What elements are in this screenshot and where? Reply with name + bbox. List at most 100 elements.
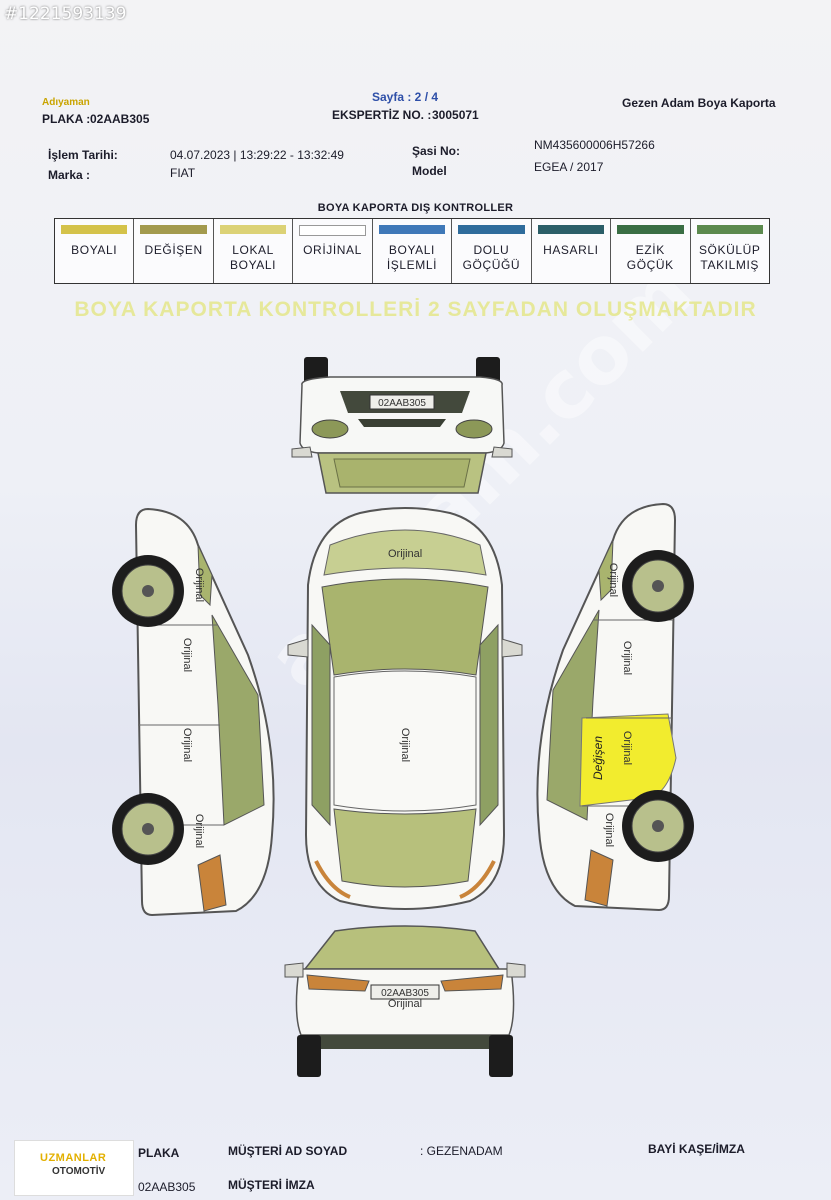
legend-item: EZİK GÖÇÜK bbox=[611, 219, 691, 283]
legend-label: ORİJİNAL bbox=[303, 243, 362, 257]
legend-label: HASARLI bbox=[543, 243, 599, 257]
footer-plate-label: PLAKA bbox=[138, 1146, 180, 1160]
legend-item: DEĞİŞEN bbox=[134, 219, 214, 283]
car-left-side-view: Orijinal Orijinal Orijinal Orijinal bbox=[112, 507, 275, 917]
lower-intake bbox=[358, 419, 446, 427]
top-left-mirror bbox=[287, 638, 309, 658]
city-label: Adıyaman bbox=[42, 97, 90, 108]
report-number-label: EKSPERTİZ NO. : bbox=[332, 108, 432, 122]
rear-right-tire-back bbox=[489, 1035, 513, 1077]
company-name: Gezen Adam Boya Kaporta bbox=[622, 96, 776, 110]
customer-name-label: MÜŞTERİ AD SOYAD bbox=[228, 1144, 348, 1158]
customer-name-value: : GEZENADAM bbox=[420, 1144, 503, 1158]
legend-item: SÖKÜLÜP TAKILMIŞ bbox=[691, 219, 769, 283]
legend-label: BOYALI İŞLEMLİ bbox=[386, 243, 438, 272]
dealer-logo bbox=[14, 1140, 134, 1196]
legend-label: SÖKÜLÜP TAKILMIŞ bbox=[698, 243, 761, 272]
left-windows bbox=[211, 614, 265, 826]
front-plate bbox=[369, 394, 435, 410]
legend-swatch bbox=[219, 225, 287, 234]
legend-item: HASARLI bbox=[532, 219, 612, 283]
legend-label: LOKAL BOYALI bbox=[230, 243, 277, 272]
legend-item: BOYALI bbox=[55, 219, 135, 283]
windshield bbox=[333, 458, 471, 488]
right-front-window-vent bbox=[598, 539, 614, 602]
left-front-hub bbox=[142, 585, 154, 597]
plate-label: PLAKA : bbox=[42, 112, 91, 126]
right-front-hub bbox=[652, 580, 664, 592]
right-taillight bbox=[584, 849, 614, 907]
car-front-view: 02AAB305 bbox=[291, 357, 513, 494]
rear-plate-text: 02AAB305 bbox=[381, 988, 429, 999]
legend-swatch bbox=[458, 225, 525, 234]
model-label: Model bbox=[412, 164, 447, 178]
brand-label: Marka : bbox=[48, 168, 91, 182]
rear-trunk-label: Orijinal bbox=[388, 998, 422, 1010]
rear-window bbox=[333, 808, 477, 888]
date-label: İşlem Tarihi: bbox=[48, 148, 118, 162]
front-right-headlight bbox=[455, 419, 493, 439]
info-banner: BOYA KAPORTA KONTROLLERİ 2 SAYFADAN OLUŞ… bbox=[74, 298, 757, 321]
footer-plate-value: 02AAB305 bbox=[138, 1180, 196, 1194]
rear-left-taillight-top bbox=[314, 860, 351, 899]
rear-view-window bbox=[303, 925, 501, 970]
brand-value: FIAT bbox=[170, 166, 196, 180]
listing-id-watermark: #1221593139 bbox=[4, 4, 127, 24]
right-front-door-label: Orijinal bbox=[621, 641, 633, 675]
legend-swatch bbox=[537, 225, 605, 234]
legend-swatch bbox=[378, 225, 446, 234]
legend-swatch bbox=[140, 225, 207, 234]
page-number: Sayfa : 2 / 4 bbox=[372, 90, 439, 104]
left-rear-door-label: Orijinal bbox=[181, 728, 193, 762]
rear-right-mirror bbox=[506, 962, 526, 978]
legend-item: LOKAL BOYALI bbox=[214, 219, 294, 283]
roof bbox=[333, 670, 477, 812]
left-front-fender-label: Orijinal bbox=[193, 568, 205, 602]
plate-value: 02AAB305 bbox=[90, 112, 150, 126]
model-value: EGEA / 2017 bbox=[534, 160, 604, 174]
right-rear-hub bbox=[652, 820, 664, 832]
right-rear-fender-label: Orijinal bbox=[603, 813, 615, 847]
date-value: 04.07.2023 | 13:29:22 - 13:32:49 bbox=[170, 148, 344, 162]
top-right-mirror bbox=[501, 638, 523, 658]
car-rear-view: 02AAB305 Orijinal bbox=[284, 925, 526, 1077]
top-windshield bbox=[321, 578, 489, 676]
legend-item: ORİJİNAL bbox=[293, 219, 373, 283]
legend-swatch bbox=[617, 225, 684, 234]
legend-swatch bbox=[299, 225, 366, 236]
top-left-windows bbox=[311, 623, 331, 827]
roof-label: Orijinal bbox=[399, 728, 411, 762]
front-hood-label: Orijinal bbox=[388, 548, 422, 560]
right-front-fender-label: Orijinal bbox=[607, 563, 619, 597]
rear-right-taillight-top bbox=[459, 860, 496, 899]
right-rear-door-label: Orijinal bbox=[621, 731, 633, 765]
left-taillight bbox=[197, 854, 227, 912]
legend-label: DOLU GÖÇÜĞÜ bbox=[462, 243, 521, 272]
right-rear-door-note: Değişen bbox=[591, 736, 605, 780]
rear-left-tire-back bbox=[297, 1035, 321, 1077]
car-top-view: Orijinal Orijinal bbox=[287, 507, 523, 910]
rear-bumper bbox=[315, 1035, 495, 1049]
top-hood bbox=[323, 529, 487, 576]
logo-top-text: UZMANLAR bbox=[40, 1152, 107, 1164]
car-right-side-view: Orijinal Orijinal Orijinal Değişen Oriji… bbox=[536, 502, 694, 912]
rear-plate bbox=[370, 984, 440, 1000]
chassis-label: Şasi No: bbox=[412, 144, 461, 158]
legend-label: DEĞİŞEN bbox=[144, 243, 203, 257]
right-mirror bbox=[491, 446, 513, 458]
legend-title: BOYA KAPORTA DIŞ KONTROLLER bbox=[317, 202, 514, 214]
front-plate-text: 02AAB305 bbox=[378, 398, 426, 409]
chassis-value: NM435600006H57266 bbox=[534, 138, 655, 152]
customer-signature-label: MÜŞTERİ İMZA bbox=[228, 1178, 315, 1192]
legend-label: EZİK GÖÇÜK bbox=[626, 243, 674, 272]
legend-item: BOYALI İŞLEMLİ bbox=[373, 219, 453, 283]
front-left-headlight bbox=[311, 419, 349, 439]
legend-label: BOYALI bbox=[71, 243, 118, 257]
top-right-windows bbox=[479, 623, 499, 827]
left-rear-hub bbox=[142, 823, 154, 835]
rear-left-taillight-back bbox=[306, 974, 370, 992]
rear-left-mirror bbox=[284, 962, 304, 978]
left-mirror bbox=[291, 446, 313, 458]
legend-item: DOLU GÖÇÜĞÜ bbox=[452, 219, 532, 283]
left-front-window-vent bbox=[197, 544, 213, 607]
